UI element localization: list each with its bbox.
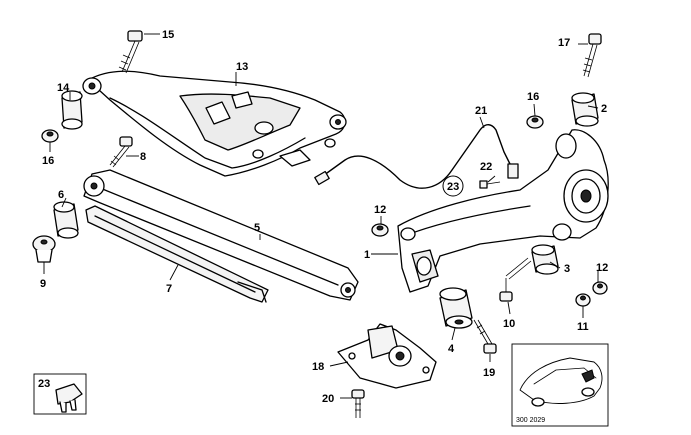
- part-12-nut-right: [592, 281, 608, 295]
- part-22-small-bolt: [479, 180, 501, 189]
- part-4-bushing: [439, 287, 473, 329]
- part-16-nut-left: [41, 129, 59, 143]
- callout-23-ring-outline: [442, 175, 464, 197]
- callout-20: 20: [322, 393, 334, 405]
- part-7-reinforcement-strut: [85, 205, 269, 303]
- callout-21: 21: [475, 105, 487, 117]
- part-11-washer: [575, 293, 591, 307]
- part-16-nut-right: [526, 115, 544, 129]
- callout-1: 1: [364, 249, 370, 261]
- part-13-upper-control-arm: [82, 70, 347, 177]
- part-9-rubber-mount: [32, 235, 56, 263]
- callout-7: 7: [166, 283, 172, 295]
- callout-5: 5: [254, 222, 260, 234]
- callout-2: 2: [601, 103, 607, 115]
- callout-16-right: 16: [527, 91, 539, 103]
- part-18-mounting-bracket: [337, 323, 437, 389]
- part-1-wheel-carrier: [397, 129, 609, 293]
- callout-12-right: 12: [596, 262, 608, 274]
- callout-6: 6: [58, 189, 64, 201]
- drawing-code: 300 2029: [516, 417, 545, 424]
- callout-17: 17: [558, 37, 570, 49]
- part-12-nut-left: [371, 223, 389, 237]
- callout-labels: 15 13 14 16 8 6 9 5 7 21 22 23 12 1 17 1…: [38, 29, 608, 405]
- part-21-sensor-cable: [314, 124, 519, 189]
- part-20-hex-bolt: [351, 389, 365, 418]
- part-10-hex-bolt: [499, 257, 532, 302]
- callout-18: 18: [312, 361, 324, 373]
- callout-16-left: 16: [42, 155, 54, 167]
- callout-22: 22: [480, 161, 492, 173]
- callout-15: 15: [162, 29, 174, 41]
- part-15-hex-bolt: [118, 30, 143, 74]
- part-2-bushing: [571, 92, 599, 127]
- part-23-clip-inset: [33, 373, 87, 415]
- callout-3: 3: [564, 263, 570, 275]
- callout-23-ring: 23: [447, 181, 459, 193]
- callout-10: 10: [503, 318, 515, 330]
- callout-13: 13: [236, 61, 248, 73]
- part-17-hex-bolt: [582, 33, 602, 78]
- callout-12-left: 12: [374, 204, 386, 216]
- part-3-rubber-mount: [531, 244, 559, 275]
- callout-14: 14: [57, 82, 70, 94]
- callout-8: 8: [140, 151, 146, 163]
- part-19-hex-bolt: [473, 319, 497, 354]
- part-14-bushing: [61, 90, 83, 130]
- part-8-hex-bolt: [109, 136, 133, 168]
- callout-11: 11: [577, 321, 589, 333]
- vehicle-location-inset: [511, 343, 609, 427]
- callout-23-inset: 23: [38, 378, 50, 390]
- callout-4: 4: [448, 343, 455, 355]
- part-6-bushing: [53, 201, 79, 239]
- part-5-lower-control-arm: [83, 169, 359, 301]
- callout-9: 9: [40, 278, 46, 290]
- callout-19: 19: [483, 367, 495, 379]
- callout-leaders: [43, 33, 599, 399]
